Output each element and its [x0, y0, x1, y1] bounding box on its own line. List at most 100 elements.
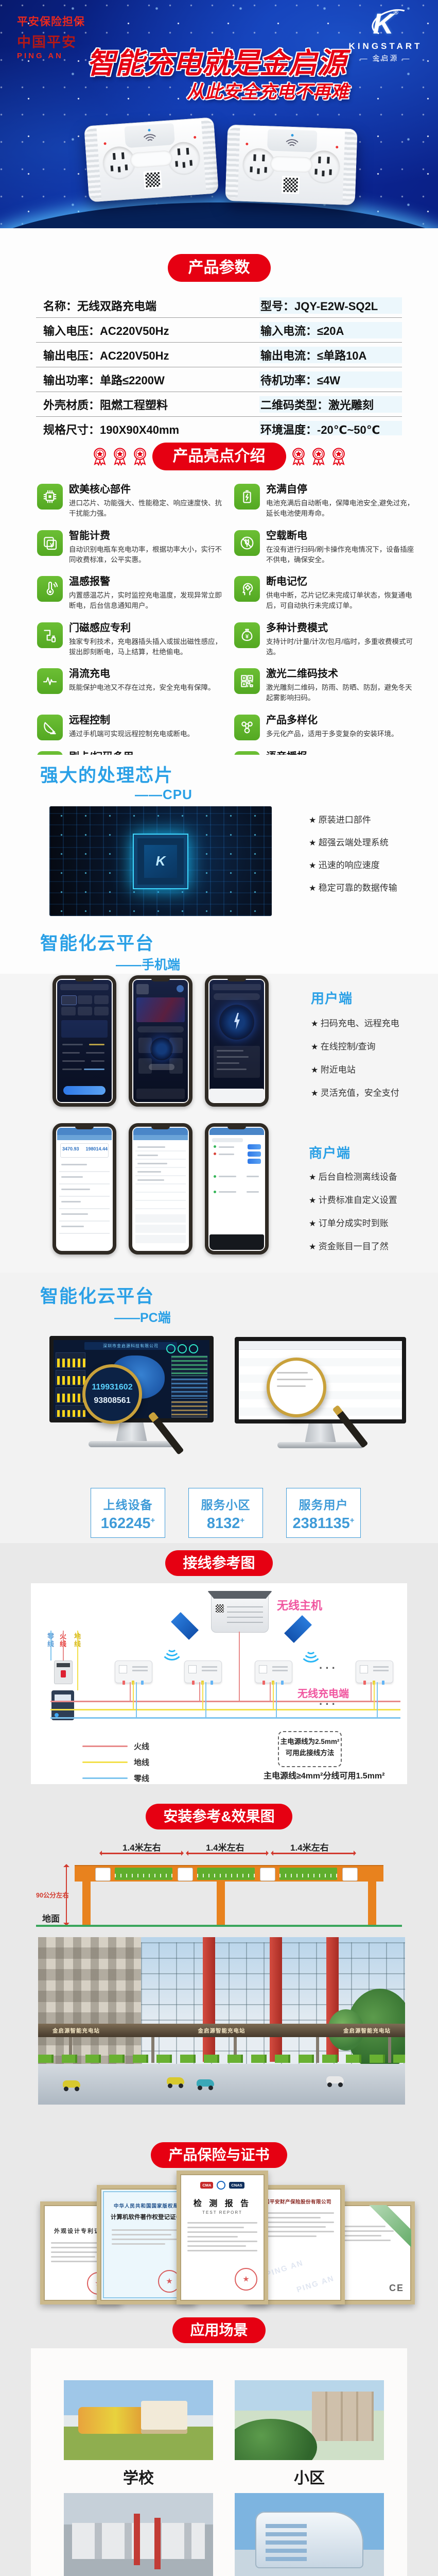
- cloud-pc-subheading: ——PC端: [114, 1311, 171, 1325]
- medal-icon: [332, 448, 345, 466]
- cpu-subheading: ——CPU: [135, 787, 192, 802]
- screen-line: [217, 1050, 243, 1052]
- merchant-side-bullets: 后台自检测离线设备 计费标准自定义设置 订单分成实时到账 资金账目一目了然: [309, 1170, 397, 1262]
- wiring-pill: 接线参考图: [165, 1550, 273, 1576]
- terminal: [141, 1681, 144, 1685]
- params-pill: 产品参数: [167, 254, 271, 282]
- neutral-bus: [50, 1717, 400, 1719]
- note-line: 主电源线为2.5mm²: [280, 1738, 340, 1745]
- satellite-dish-icon: [171, 1612, 199, 1640]
- feature-item: 语音播报刷卡、扫码全程真人语音播报，使用方便，体验感好。: [234, 751, 417, 755]
- scenes-card: 学校 小区 工厂 医院 商业街 城中村: [31, 2348, 407, 2576]
- monitor-base: [277, 1442, 364, 1448]
- feature-title: 空载断电: [266, 530, 307, 541]
- drop-wire: [205, 1682, 206, 1718]
- ground-label: 地面: [42, 1914, 60, 1924]
- scooter: [326, 2076, 344, 2087]
- host-feed-wire: [239, 1632, 240, 1701]
- row-text-line: [137, 1179, 164, 1181]
- titlebar-block: [133, 1128, 188, 1135]
- cpu-section: 强大的处理芯片 ——CPU K 原装进口部件 超强云端处理系统 迅速的响应速度 …: [0, 755, 438, 974]
- terminal: [281, 1681, 284, 1685]
- medal-icon: [113, 448, 126, 466]
- param-cell: 环境温度：-20℃~50℃: [259, 420, 402, 435]
- row-text-line: [219, 1176, 236, 1177]
- certs-pill: 产品保险与证书: [151, 2142, 287, 2168]
- stat-value: 8132+: [206, 1515, 245, 1532]
- screen-block: [61, 1020, 108, 1038]
- cma-logo: CMA: [200, 2182, 214, 2189]
- wifi-signal-icon: [160, 1641, 183, 1664]
- online-dot: [214, 1145, 216, 1148]
- row-text-line: [61, 1213, 88, 1215]
- screen-block: [149, 1064, 174, 1070]
- mounting-rail: [75, 1865, 383, 1882]
- svg-text:¥: ¥: [50, 541, 54, 549]
- charger-device-right: [225, 124, 358, 206]
- kpi-ring: [166, 1344, 176, 1353]
- tile-block: [138, 1058, 152, 1074]
- feature-desc: 供电中断，芯片记忆未完成订单状态，恢复通电后，可自动执行未完成订单。: [266, 591, 412, 610]
- cpu-bullet: 超强云端处理系统: [309, 835, 397, 848]
- height-arrow: [63, 1864, 69, 1926]
- feature-item: 充满自停电池充满后自动断电，保障电池安全,避免过充，延长电池使用寿命。: [234, 484, 417, 519]
- action-button: [248, 1151, 261, 1157]
- merchant-bullet: 订单分成实时到账: [309, 1216, 397, 1229]
- feature-title: 温感报警: [69, 576, 110, 587]
- mounted-charger: [178, 1868, 193, 1881]
- action-button: [248, 1144, 261, 1149]
- terminal: [262, 1681, 265, 1685]
- canopy-banner: 金启源智能充电站: [198, 2027, 246, 2034]
- canopy-post: [388, 2037, 391, 2063]
- device-rib-decor: [342, 131, 358, 202]
- wiring-section: 接线参考图 无线主机 零线 火线 地线 ··· ··· 无线充电端: [0, 1543, 438, 1790]
- screen-block: [61, 1007, 76, 1015]
- registered-icon: ®: [393, 9, 398, 16]
- brand-panel: [197, 1868, 255, 1880]
- screen-line: [89, 1044, 104, 1045]
- scene-photo-school: [64, 2380, 213, 2460]
- red-indicator: [336, 145, 339, 149]
- screen-line: [217, 1062, 239, 1064]
- wifi-arc-icon: [283, 139, 301, 157]
- monitor-stand: [305, 1423, 336, 1442]
- mounted-charger: [342, 1868, 358, 1881]
- terminal: [122, 1681, 125, 1685]
- install-diagram: 1.4米左右 1.4米左右 1.4米左右 90公分左右 地面: [36, 1839, 402, 1927]
- feature-title: 涓流充电: [69, 668, 110, 680]
- screen-block: [78, 1007, 92, 1015]
- host-line: [227, 1606, 263, 1607]
- drop-wire: [377, 1682, 378, 1718]
- terminal: [211, 1681, 213, 1685]
- user-side-title: 用户端: [311, 991, 353, 1006]
- drop-wire: [133, 1682, 134, 1710]
- screen-block: [213, 984, 261, 990]
- params-table: 名称：无线双路充电端型号：JQY-E2W-SQ2L 输入电压：AC220V50H…: [36, 293, 402, 435]
- search-block: [137, 1026, 184, 1032]
- app-logo-block: [136, 984, 149, 994]
- feature-desc: 支持计时/计量/计次/包月/临时，多重收费模式可选。: [266, 637, 413, 656]
- phone-screen: [133, 980, 188, 1102]
- drop-wire: [136, 1682, 137, 1718]
- legend-row: 零线: [82, 1773, 149, 1784]
- insurance-badge: 平安保险担保 中国平安 PING AN: [17, 13, 85, 60]
- charger-row: [38, 2055, 405, 2063]
- copyright-title: 计算机软件著作权登记证书: [111, 2214, 182, 2221]
- titlebar-block: [209, 1128, 264, 1135]
- row-text-line: [247, 1191, 259, 1193]
- legend-row: 地线: [82, 1757, 149, 1768]
- scenes-pill: 应用场景: [172, 2317, 266, 2343]
- test-report-certificate: CMA CNAS 检 测 报 告 TEST REPORT: [177, 2171, 268, 2304]
- billing-icon: ¥: [37, 530, 63, 556]
- feature-desc: 既能保护电池又不存在过充，安全充电有保障。: [69, 684, 215, 691]
- drop-wire: [130, 1682, 131, 1702]
- terminal: [192, 1681, 195, 1685]
- support-post: [217, 1880, 225, 1925]
- scene-photo-community: [235, 2380, 384, 2460]
- red-indicator: [246, 142, 249, 146]
- drop-wire: [270, 1682, 271, 1702]
- host-line: [227, 1612, 263, 1613]
- host-label: 无线主机: [277, 1599, 323, 1612]
- row-text-line: [61, 1201, 81, 1202]
